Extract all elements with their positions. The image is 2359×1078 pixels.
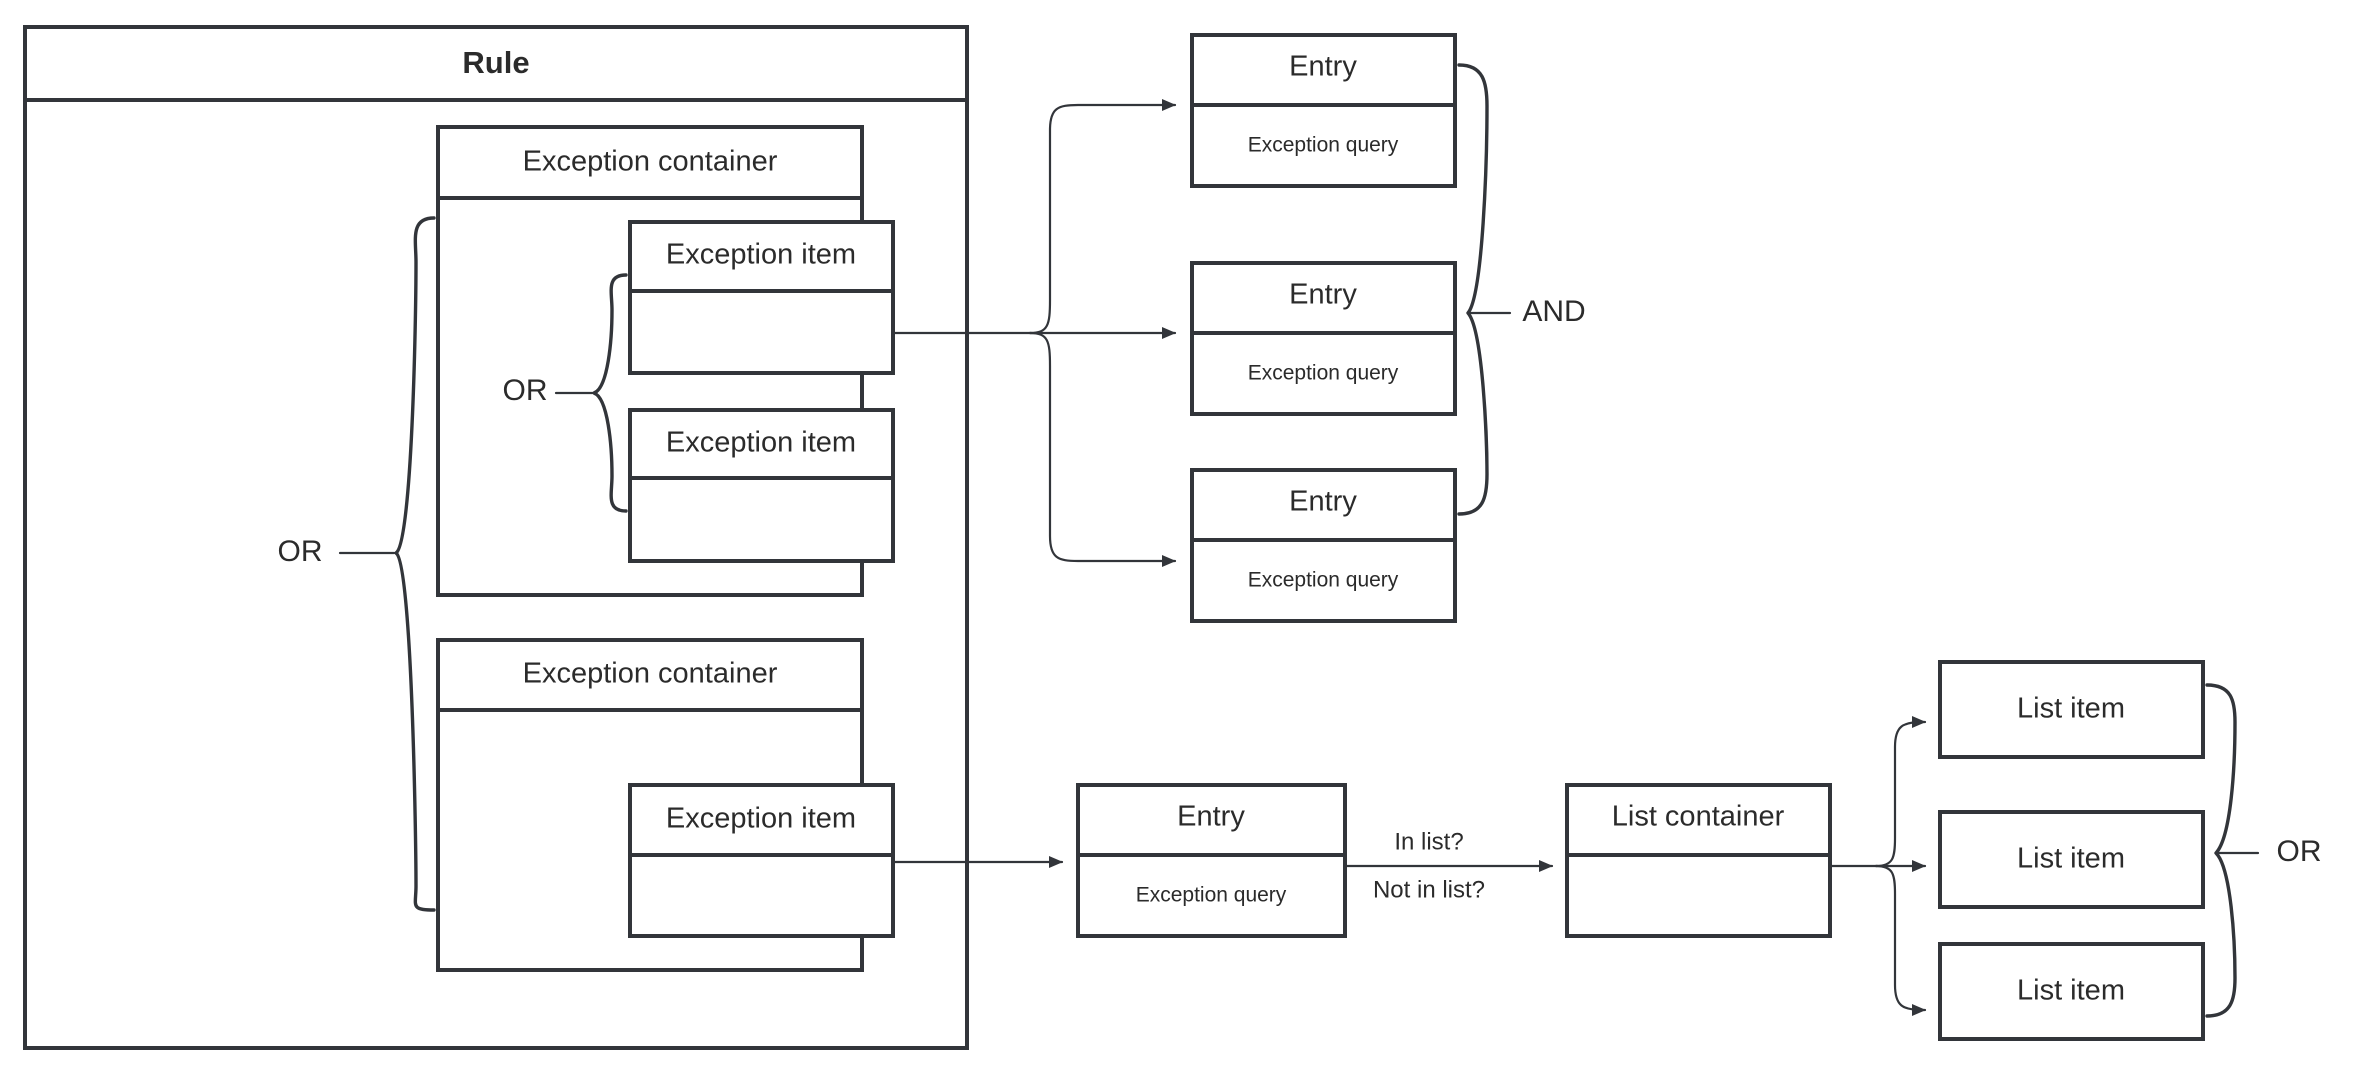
list-item-box-3[interactable]: List item xyxy=(1938,942,2205,1041)
exception-to-entries-connectors xyxy=(891,99,1177,567)
containers-or-label: OR xyxy=(278,535,323,568)
list-entry-box-outline xyxy=(1076,783,1347,938)
list-item-box-2-title: List item xyxy=(2017,843,2125,875)
connector-to-list-item-3 xyxy=(1874,864,1927,1016)
exception-item-2-1[interactable]: Exception item xyxy=(628,783,895,938)
exception-item-2-1-outline xyxy=(628,783,895,938)
edge-label-in-list: In list? xyxy=(1394,828,1463,855)
list-items-or-label: OR xyxy=(2277,835,2322,868)
entries-and-brace-group: AND xyxy=(1457,63,1586,516)
exception-item-1-1[interactable]: Exception item xyxy=(628,220,895,375)
rule-title: Rule xyxy=(462,45,529,80)
list-entry-box-subtitle: Exception query xyxy=(1136,884,1287,907)
entry-box-3-outline xyxy=(1190,468,1457,623)
list-item-box-3-title: List item xyxy=(2017,975,2125,1007)
entry-box-2-title: Entry xyxy=(1289,279,1357,311)
list-items-or-brace-group: OR xyxy=(2205,683,2322,1018)
exception-item-1-2[interactable]: Exception item xyxy=(628,408,895,563)
entry-box-2-subtitle: Exception query xyxy=(1248,362,1399,385)
exception-container-2-title: Exception container xyxy=(523,658,778,690)
exception-items-or-brace-group: OR xyxy=(503,273,628,513)
exception-item-1-2-outline xyxy=(628,408,895,563)
containers-or-brace-group: OR xyxy=(278,216,436,912)
list-item-box-2-outline xyxy=(1938,810,2205,909)
entry-box-3-title: Entry xyxy=(1289,486,1357,518)
list-item-box-1[interactable]: List item xyxy=(1938,660,2205,759)
entry-box-1-outline xyxy=(1190,33,1457,188)
containers-or-brace-icon xyxy=(394,216,436,912)
list-entry-box-title: Entry xyxy=(1177,801,1245,833)
list-entry-box[interactable]: Entry Exception query xyxy=(1076,783,1347,938)
entry-box-1[interactable]: Entry Exception query xyxy=(1190,33,1457,188)
connector-to-entry-3 xyxy=(1028,331,1177,567)
edge-label-not-in-list: Not in list? xyxy=(1373,876,1485,903)
exception-item-2-1-title: Exception item xyxy=(666,803,856,835)
exception-items-or-label: OR xyxy=(503,374,548,407)
exception-item-1-1-title: Exception item xyxy=(666,239,856,271)
list-edge-labels: In list? Not in list? xyxy=(1343,828,1554,903)
list-item-box-1-outline xyxy=(1938,660,2205,759)
entry-box-3[interactable]: Entry Exception query xyxy=(1190,468,1457,623)
entry-box-2-outline xyxy=(1190,261,1457,416)
entry-box-2[interactable]: Entry Exception query xyxy=(1190,261,1457,416)
list-container-box-title: List container xyxy=(1612,801,1785,833)
exception-container-1-title: Exception container xyxy=(523,146,778,178)
list-container-box-outline xyxy=(1565,783,1832,938)
exception-item-1-1-outline xyxy=(628,220,895,375)
exception-items-or-brace-icon xyxy=(592,273,628,513)
list-item-box-3-outline xyxy=(1938,942,2205,1041)
exception-item-1-2-title: Exception item xyxy=(666,427,856,459)
list-container-box[interactable]: List container xyxy=(1565,783,1832,938)
entry-box-1-title: Entry xyxy=(1289,51,1357,83)
list-items-or-brace-icon xyxy=(2205,683,2237,1018)
entries-and-label: AND xyxy=(1522,295,1585,328)
list-container-to-items-connectors xyxy=(1828,716,1927,1016)
list-item-box-2[interactable]: List item xyxy=(1938,810,2205,909)
connector-to-list-item-1 xyxy=(1874,716,1927,868)
entries-and-brace-icon xyxy=(1457,63,1489,516)
connector-to-entry-1 xyxy=(1028,99,1177,335)
entry-box-3-subtitle: Exception query xyxy=(1248,569,1399,592)
list-item-box-1-title: List item xyxy=(2017,693,2125,725)
entry-box-1-subtitle: Exception query xyxy=(1248,134,1399,157)
